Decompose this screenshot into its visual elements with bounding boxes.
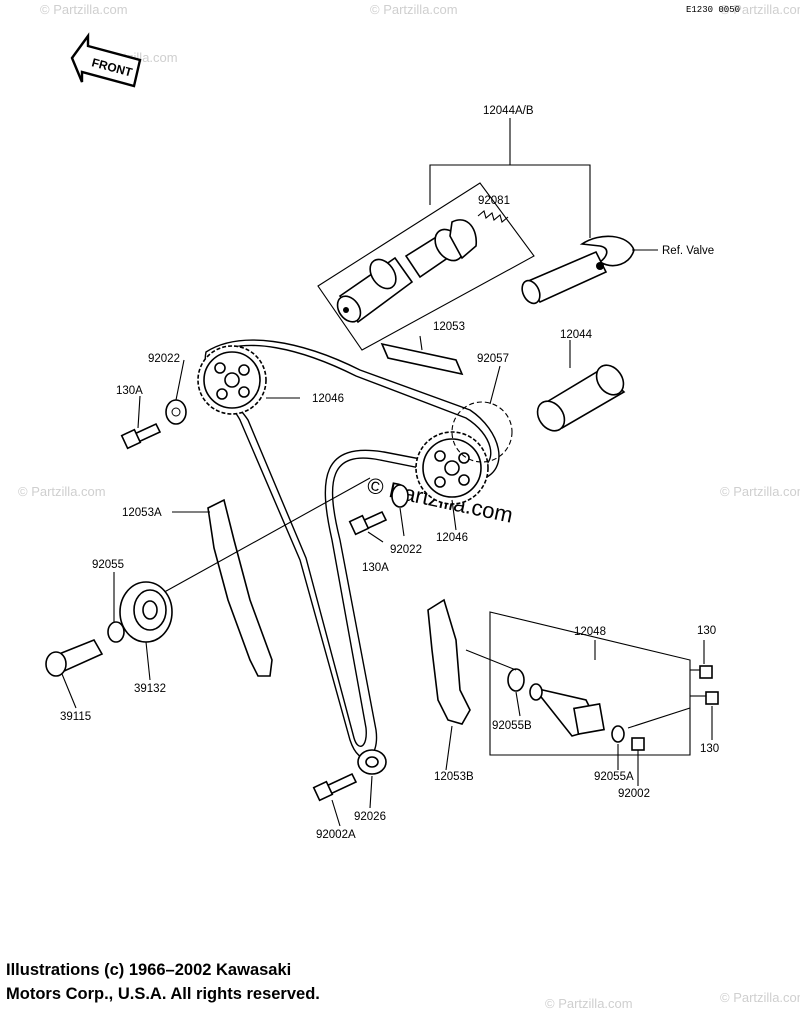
idler-39132 — [119, 581, 173, 643]
washer-92022-mid — [391, 484, 409, 508]
watermark: © Partzilla.com — [720, 484, 800, 499]
camshaft-assy-bracket — [429, 118, 591, 238]
camshaft-assy-box — [317, 182, 535, 351]
part-label-12053A: 12053A — [122, 507, 162, 519]
sprocket-12046-mid — [415, 431, 489, 505]
bolt-130A-top — [120, 422, 162, 450]
part-label-92022-mid: 92022 — [390, 544, 422, 556]
chain-guide-12053A — [207, 498, 273, 677]
part-label-39115: 39115 — [60, 711, 91, 723]
copyright-notice: Illustrations (c) 1966–2002 Kawasaki Mot… — [6, 958, 526, 1006]
camshaft-assy — [336, 219, 477, 324]
part-label-130A-mid: 130A — [362, 562, 389, 574]
bolt-92002A — [312, 772, 358, 802]
part-label-12046-top: 12046 — [312, 393, 344, 405]
spring-92081 — [477, 210, 509, 223]
cam-chain — [204, 339, 500, 759]
camshaft-12044 — [536, 340, 626, 432]
ref-valve-part — [521, 235, 635, 305]
part-label-92002A: 92002A — [316, 829, 356, 841]
part-label-92026: 92026 — [354, 811, 386, 823]
shaft-39115 — [45, 638, 104, 677]
watermark: © Partzilla.com — [40, 2, 128, 17]
part-label-12046-mid: 12046 — [436, 532, 468, 544]
part-label-130A-top: 130A — [116, 385, 143, 397]
watermark: © Partzilla.com — [18, 484, 106, 499]
copyright-line-1: Illustrations (c) 1966–2002 Kawasaki — [6, 961, 292, 979]
part-label-12053: 12053 — [433, 321, 465, 333]
leader-lines — [61, 359, 713, 827]
copyright-line-2: Motors Corp., U.S.A. All rights reserved… — [6, 985, 320, 1003]
bolt-130-top — [690, 665, 713, 679]
bolt-130A-mid — [348, 510, 388, 536]
part-label-92055: 92055 — [92, 559, 124, 571]
collar-92026 — [357, 749, 387, 775]
part-label-130-bot: 130 — [700, 743, 719, 755]
part-label-130-top: 130 — [697, 625, 716, 637]
part-label-12048: 12048 — [574, 626, 606, 638]
bolt-130-bot — [690, 691, 719, 705]
tensioner-assy-box — [489, 611, 691, 756]
part-label-12044: 12044 — [560, 329, 593, 341]
oring-92055A — [611, 725, 625, 743]
part-label-92055B: 92055B — [492, 720, 532, 732]
chain-guide-12053 — [380, 335, 464, 376]
sprocket-12046-top — [197, 345, 267, 415]
part-label-39132: 39132 — [134, 683, 166, 695]
part-label-92055A: 92055A — [594, 771, 634, 783]
sprocket-cam-end — [451, 401, 513, 463]
chain-guide-12053B — [427, 598, 471, 725]
bolt-92002 — [631, 737, 645, 751]
cam-chain-inner — [213, 344, 492, 747]
part-label-12044AB: 12044A/B — [483, 105, 534, 117]
watermark: © Partzilla.com — [545, 996, 633, 1011]
tensioner-12048 — [529, 683, 605, 737]
watermark: © Partzilla.com — [720, 990, 800, 1005]
part-label-12053B: 12053B — [434, 771, 474, 783]
part-label-92081: 92081 — [478, 195, 510, 207]
watermark: © Partzilla.com — [370, 2, 458, 17]
oring-92055 — [107, 621, 125, 643]
part-label-92022-top: 92022 — [148, 353, 180, 365]
oring-92055B — [507, 668, 525, 692]
front-arrow-icon: FRONT — [70, 32, 142, 88]
part-label-92057: 92057 — [477, 353, 509, 365]
diagram-code: E1230 0050 — [686, 5, 740, 15]
idler-shaft-line — [149, 477, 371, 601]
ref-valve-label: Ref. Valve — [662, 245, 714, 257]
watermark: © Partzilla.com — [720, 2, 800, 17]
part-label-92002: 92002 — [618, 788, 650, 800]
